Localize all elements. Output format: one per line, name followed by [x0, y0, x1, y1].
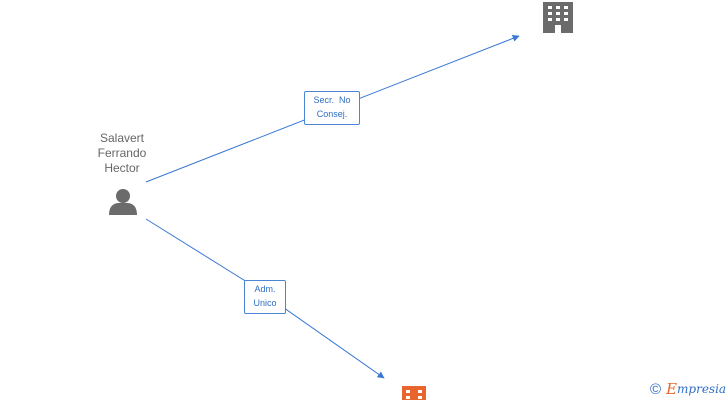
person-name-line: Salavert [99, 131, 145, 145]
person-name-line: Ferrando [97, 146, 147, 160]
building-icon-highlighted[interactable] [402, 386, 426, 400]
empresia-watermark[interactable]: © E mpresia [650, 380, 726, 398]
person-name-line: Hector [104, 161, 140, 175]
person-icon[interactable] [109, 189, 137, 215]
person-name[interactable]: Salavert Ferrando Hector [80, 131, 164, 176]
edge-label-line: Consej. [316, 109, 348, 119]
edge-label-administrator[interactable]: Adm. Unico [244, 280, 286, 314]
edge-label-line: Adm. [254, 284, 276, 294]
edge-label-secretary[interactable]: Secr. No Consej. [304, 91, 360, 125]
brand-logo-initial: E [666, 380, 678, 398]
edge-label-line: Unico [253, 298, 277, 308]
brand-logo-text: mpresia [677, 382, 727, 396]
building-icon[interactable] [543, 2, 573, 33]
edge-label-line: Secr. No [313, 95, 351, 105]
copyright-icon: © [650, 380, 662, 398]
